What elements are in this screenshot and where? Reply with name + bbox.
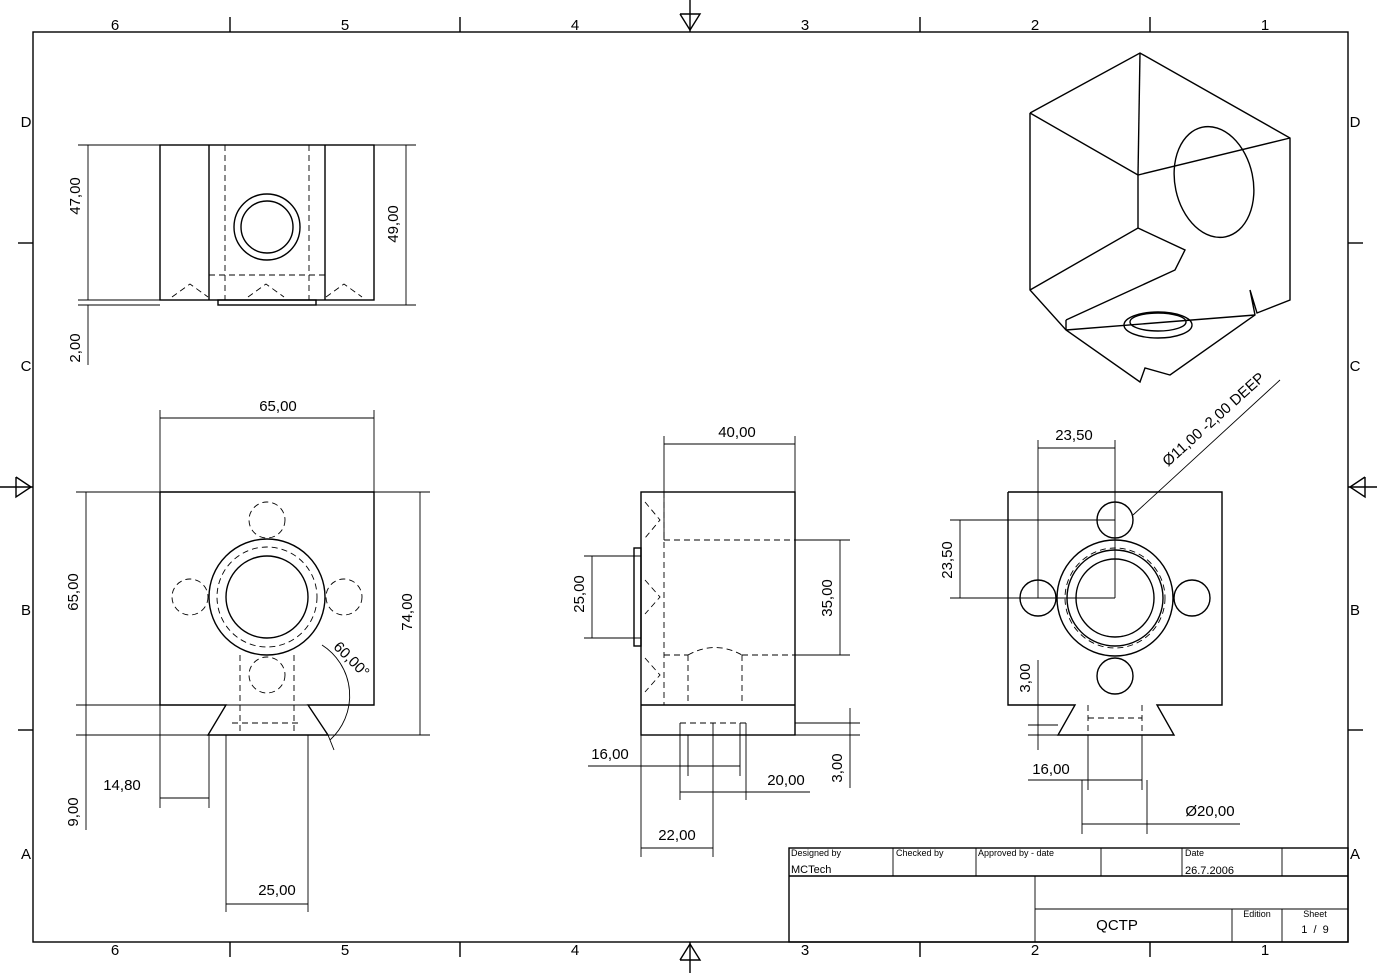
column-label: 1 xyxy=(1261,17,1269,34)
row-label: D xyxy=(1350,114,1361,131)
front-view: 65,00 65,00 74,00 60,00° 9,00 14,80 25,0… xyxy=(65,398,430,912)
dim-right-diameter: Ø20,00 xyxy=(1185,803,1234,820)
dim-top-height-right: 49,00 xyxy=(385,205,402,243)
row-label: A xyxy=(21,846,31,863)
dim-side-left-height: 25,00 xyxy=(571,575,588,613)
dim-side-width: 40,00 xyxy=(718,424,756,441)
dim-side-bottom-width: 22,00 xyxy=(658,827,696,844)
column-label: 4 xyxy=(571,942,579,959)
dim-top-height-left: 47,00 xyxy=(67,177,84,215)
dim-side-step: 3,00 xyxy=(829,753,846,782)
column-label: 1 xyxy=(1261,942,1269,959)
date-label: Date xyxy=(1185,848,1204,858)
zone-labels: 6 5 4 3 2 1 6 5 4 3 2 1 D C B A D C B A xyxy=(21,17,1361,959)
row-label: D xyxy=(21,114,32,131)
designed-by-value: MCTech xyxy=(791,864,831,876)
edition-label: Edition xyxy=(1243,909,1271,919)
title-block: Designed by MCTech Checked by Approved b… xyxy=(788,847,1349,943)
approved-by-label: Approved by - date xyxy=(978,848,1054,858)
designed-by-label: Designed by xyxy=(791,848,842,858)
dim-top-base: 2,00 xyxy=(67,333,84,362)
date-value: 26.7.2006 xyxy=(1185,865,1234,877)
dim-front-height-left: 65,00 xyxy=(65,573,82,611)
dim-right-hole-note: Ø11,00 -2,00 DEEP xyxy=(1159,369,1268,470)
column-label: 6 xyxy=(111,942,119,959)
checked-by-label: Checked by xyxy=(896,848,944,858)
dim-front-width: 65,00 xyxy=(259,398,297,415)
dim-right-slot: 16,00 xyxy=(1032,761,1070,778)
column-label: 4 xyxy=(571,17,579,34)
center-mark-bottom xyxy=(679,942,702,973)
column-label: 5 xyxy=(341,17,349,34)
column-label: 2 xyxy=(1031,942,1039,959)
side-view: 40,00 25,00 35,00 16,00 20,00 22,00 3,00 xyxy=(571,424,860,857)
center-mark-top xyxy=(679,0,702,32)
row-label: B xyxy=(21,602,31,619)
dim-front-offset: 14,80 xyxy=(103,777,141,794)
row-label: C xyxy=(21,358,32,375)
dim-front-slot-width: 25,00 xyxy=(258,882,296,899)
column-label: 5 xyxy=(341,942,349,959)
top-view: 47,00 49,00 2,00 xyxy=(67,144,416,365)
column-label: 3 xyxy=(801,942,809,959)
center-mark-right xyxy=(1348,476,1377,499)
dim-front-angle: 60,00° xyxy=(330,638,373,681)
row-label: C xyxy=(1350,358,1361,375)
sheet-value: 1 / 9 xyxy=(1301,924,1329,936)
dim-side-bottom-right: 20,00 xyxy=(767,772,805,789)
dim-side-right-height: 35,00 xyxy=(819,579,836,617)
right-view: 23,50 23,50 Ø11,00 -2,00 DEEP 3,00 16,00… xyxy=(939,369,1281,834)
column-label: 6 xyxy=(111,17,119,34)
column-label: 2 xyxy=(1031,17,1039,34)
drawing-title: QCTP xyxy=(1096,917,1138,934)
dim-right-horizontal: 23,50 xyxy=(1055,427,1093,444)
dim-side-bottom-left: 16,00 xyxy=(591,746,629,763)
dim-right-step: 3,00 xyxy=(1017,663,1034,692)
column-label: 3 xyxy=(801,17,809,34)
row-label: B xyxy=(1350,602,1360,619)
dim-right-vertical: 23,50 xyxy=(939,541,956,579)
sheet-label: Sheet xyxy=(1303,909,1327,919)
row-label: A xyxy=(1350,846,1360,863)
isometric-view xyxy=(1029,52,1291,384)
center-mark-left xyxy=(0,476,33,499)
dim-front-slot-depth: 9,00 xyxy=(65,797,82,826)
dim-front-height-right: 74,00 xyxy=(399,593,416,631)
